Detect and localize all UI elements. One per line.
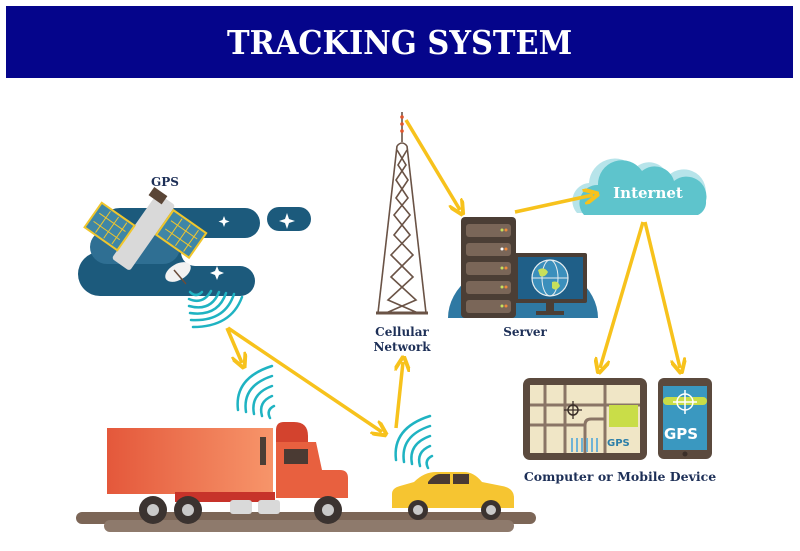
star-icon xyxy=(279,213,295,229)
truck-icon xyxy=(107,422,348,524)
truck-signal-icon xyxy=(236,364,276,420)
cellular-network-label: Cellular Network xyxy=(360,325,444,355)
arrow-server-to-internet xyxy=(514,195,593,214)
gps-satellite-icon xyxy=(78,186,311,296)
tablet-map-icon xyxy=(523,378,647,460)
arrow-internet-to-phone xyxy=(643,221,680,368)
arrow-car-to-tower xyxy=(396,362,403,429)
arrow-gps-to-car xyxy=(227,326,382,432)
mobile-phone-icon xyxy=(658,378,712,459)
internet-label: Internet xyxy=(613,184,683,202)
phone-gps-text: GPS xyxy=(664,425,699,443)
car-signal-icon xyxy=(394,414,434,470)
arrow-gps-to-truck xyxy=(225,327,242,363)
cellular-label-line2: Network xyxy=(373,340,431,354)
cellular-tower-icon xyxy=(376,112,428,315)
car-icon xyxy=(392,472,514,520)
devices-label: Computer or Mobile Device xyxy=(523,469,717,484)
title-banner: TRACKING SYSTEM xyxy=(6,6,793,78)
gps-signal-icon xyxy=(187,289,244,329)
internet-cloud-icon xyxy=(572,158,707,215)
gps-label: GPS xyxy=(151,175,179,189)
page-title: TRACKING SYSTEM xyxy=(226,22,573,62)
server-label: Server xyxy=(503,325,547,339)
cellular-label-line1: Cellular xyxy=(375,325,429,339)
tablet-gps-text: GPS xyxy=(607,438,630,449)
arrow-tower-to-server xyxy=(404,119,460,210)
arrow-internet-to-computer xyxy=(600,221,645,368)
monitor-globe-icon xyxy=(514,253,587,315)
